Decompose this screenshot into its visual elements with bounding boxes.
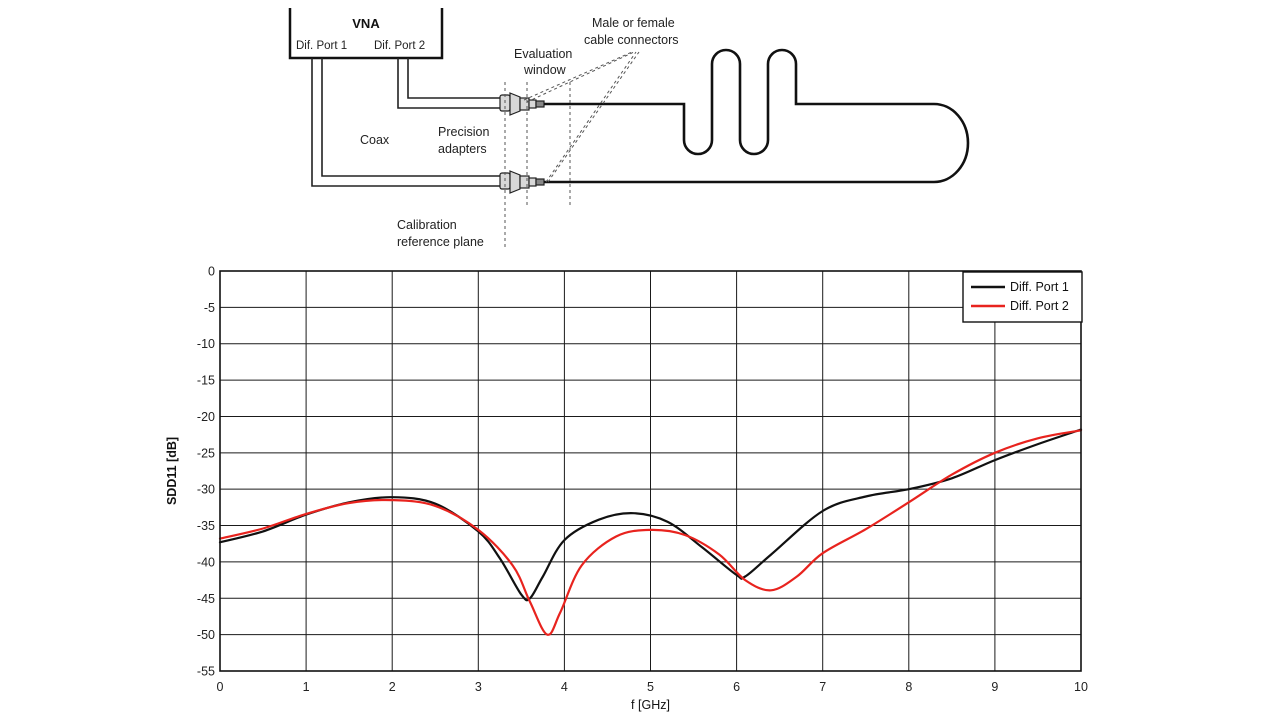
x-tick-label: 10 xyxy=(1074,680,1088,694)
y-tick-label: -5 xyxy=(204,301,215,315)
chart-grid xyxy=(219,270,1082,672)
vna-box xyxy=(288,8,444,60)
x-tick-label: 5 xyxy=(647,680,654,694)
coax-cable-port1 xyxy=(311,58,500,187)
calibration-label-line1: Calibration xyxy=(397,218,457,232)
y-tick-label: -40 xyxy=(197,555,215,569)
x-tick-label: 8 xyxy=(905,680,912,694)
y-tick-label: -50 xyxy=(197,628,215,642)
legend-box xyxy=(962,271,1083,323)
chart-legend: Diff. Port 1 Diff. Port 2 xyxy=(962,271,1083,323)
x-tick-label: 4 xyxy=(561,680,568,694)
y-tick-label: -35 xyxy=(197,519,215,533)
x-tick-label: 9 xyxy=(991,680,998,694)
series-line-port1 xyxy=(218,428,1083,602)
port1-label: Dif. Port 1 xyxy=(296,40,347,52)
chart-tick-labels: 0 1 2 3 4 5 6 7 8 9 10 0 -5 -10 -15 -20 -25 -30 -35 -40 -45 -… xyxy=(197,265,1088,695)
x-tick-label: 1 xyxy=(303,680,310,694)
reference-planes xyxy=(504,51,640,248)
chart-series xyxy=(218,428,1083,636)
connectors-label-line2: cable connectors xyxy=(584,33,679,47)
legend-label-port2: Diff. Port 2 xyxy=(1010,299,1069,313)
connectors-label-line1: Male or female xyxy=(592,16,675,30)
y-tick-label: -15 xyxy=(197,374,215,388)
y-tick-label: 0 xyxy=(208,265,215,279)
adapters-label-line1: Precision xyxy=(438,125,489,139)
coax-cable-port2 xyxy=(397,58,500,109)
y-tick-label: -45 xyxy=(197,592,215,606)
plot-frame xyxy=(219,270,1082,672)
x-tick-label: 2 xyxy=(389,680,396,694)
adapters-label-line2: adapters xyxy=(438,142,487,156)
y-tick-label: -10 xyxy=(197,337,215,351)
calibration-label-line2: reference plane xyxy=(397,235,484,249)
y-axis-label: SDD11 [dB] xyxy=(165,437,179,505)
precision-adapter-top xyxy=(499,92,545,116)
evaluation-label-line2: window xyxy=(523,63,567,77)
coax-label: Coax xyxy=(360,133,390,147)
dut-cable xyxy=(544,48,970,184)
evaluation-label-line1: Evaluation xyxy=(514,47,572,61)
test-setup-diagram: VNA Dif. Port 1 Dif. Port 2 Coax Precisi… xyxy=(288,8,970,249)
x-tick-label: 7 xyxy=(819,680,826,694)
y-tick-label: -30 xyxy=(197,483,215,497)
sdd11-chart: 0 1 2 3 4 5 6 7 8 9 10 0 -5 -10 -15 -20 -25 -30 -35 -40 -45 -… xyxy=(165,265,1088,713)
y-tick-label: -25 xyxy=(197,446,215,460)
y-tick-label: -20 xyxy=(197,410,215,424)
x-tick-label: 0 xyxy=(217,680,224,694)
legend-label-port1: Diff. Port 1 xyxy=(1010,280,1069,294)
y-tick-label: -55 xyxy=(197,665,215,679)
x-tick-label: 6 xyxy=(733,680,740,694)
vna-label: VNA xyxy=(352,16,380,31)
series-line-port2 xyxy=(218,429,1083,636)
x-axis-label: f [GHz] xyxy=(631,698,670,712)
port2-label: Dif. Port 2 xyxy=(374,40,425,52)
precision-adapter-bottom xyxy=(499,170,545,194)
x-tick-label: 3 xyxy=(475,680,482,694)
